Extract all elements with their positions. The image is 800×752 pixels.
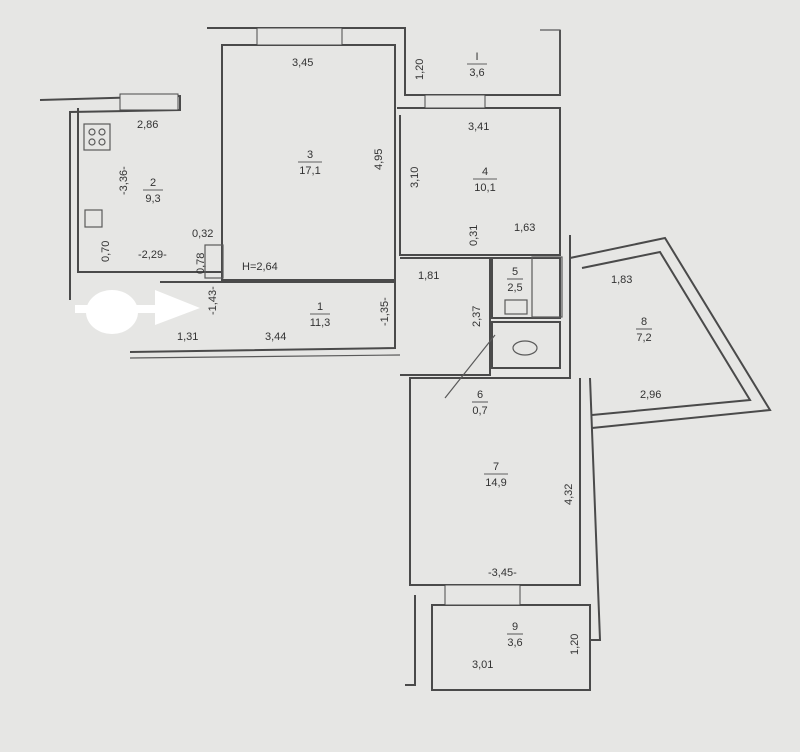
dimension-label: 0,31 [468,225,480,246]
dimension-label: 2,37 [471,306,483,327]
room-labels: 111,3 29,3 317,1 410,1 52,5 60,7 714,9 8… [143,51,652,649]
windows [119,27,521,606]
dimension-label: 2,86 [137,119,158,131]
ceiling-height: H=2,64 [242,261,278,273]
dimension-label: 2,96 [640,389,661,401]
room-5-label: 52,5 [507,266,523,294]
bathtub-icon [531,256,563,318]
dimension-label: 1,83 [611,274,632,286]
dimension-label: 1,81 [418,270,439,282]
dimension-label: 3 [307,149,313,161]
dimension-label: 0,7 [472,405,487,417]
dimension-label: -1,43- [207,286,219,315]
dimension-label: 1,63 [514,222,535,234]
dimension-label: 11,3 [310,317,331,329]
stove-icon [83,123,111,151]
dimension-label: -1,35- [379,297,391,326]
washbasin-icon [504,299,528,315]
dimension-label: 2 [150,177,156,189]
dimension-label: 1,31 [177,331,198,343]
dimension-label: -3,45- [488,567,517,579]
dimension-label: 0,78 [195,253,207,274]
room-8-label: 87,2 [636,316,652,344]
dimension-label: 3,01 [472,659,493,671]
dimension-label: 1,20 [414,59,426,80]
dimension-label: 14,9 [485,477,506,489]
dimension-label: -2,29- [138,249,167,261]
dimension-label: 6 [477,389,483,401]
dimension-label: -3,36- [118,166,130,195]
dimension-label: 3,44 [265,331,286,343]
fixtures [83,123,563,399]
dimension-label: 9,3 [145,193,160,205]
dimension-label: 4,32 [563,484,575,505]
dimension-label: 3,6 [469,67,484,79]
room-1-label: 111,3 [310,301,331,329]
duct-icon [204,244,224,279]
dimension-labels: 2,86 -3,36- 0,70 -2,29- 0,32 0,78 H=2,64… [100,57,661,671]
dimension-label: 7 [493,461,499,473]
dimension-label: 9 [512,621,518,633]
balcony-top-label: I 3,6 [467,51,487,79]
dimension-label: 2,5 [507,282,522,294]
dimension-label: 3,45 [292,57,313,69]
dimension-label: 3,41 [468,121,489,133]
room-4-label: 410,1 [473,166,497,194]
dimension-label: 4 [482,166,488,178]
dimension-label: 0,32 [192,228,213,240]
dimension-label: 17,1 [299,165,320,177]
dimension-label: 8 [641,316,647,328]
sink-icon [84,209,103,228]
dimension-label: 7,2 [636,332,651,344]
dimension-label: 4,95 [373,149,385,170]
entry-arrow-icon [75,290,200,334]
room-3-label: 317,1 [298,149,322,177]
dimension-label: 5 [512,266,518,278]
dimension-label: 3,6 [507,637,522,649]
dimension-label: 1,20 [569,634,581,655]
room-9-label: 93,6 [507,621,523,649]
toilet-icon [512,340,538,356]
dimension-label: 1 [317,301,323,313]
dimension-label: 10,1 [474,182,495,194]
room-2-label: 29,3 [143,177,163,205]
dimension-label: 0,70 [100,241,112,262]
room-6-label: 60,7 [472,389,488,417]
dimension-label: 3,10 [409,167,421,188]
room-7-label: 714,9 [484,461,508,489]
dimension-label: I [475,51,478,63]
